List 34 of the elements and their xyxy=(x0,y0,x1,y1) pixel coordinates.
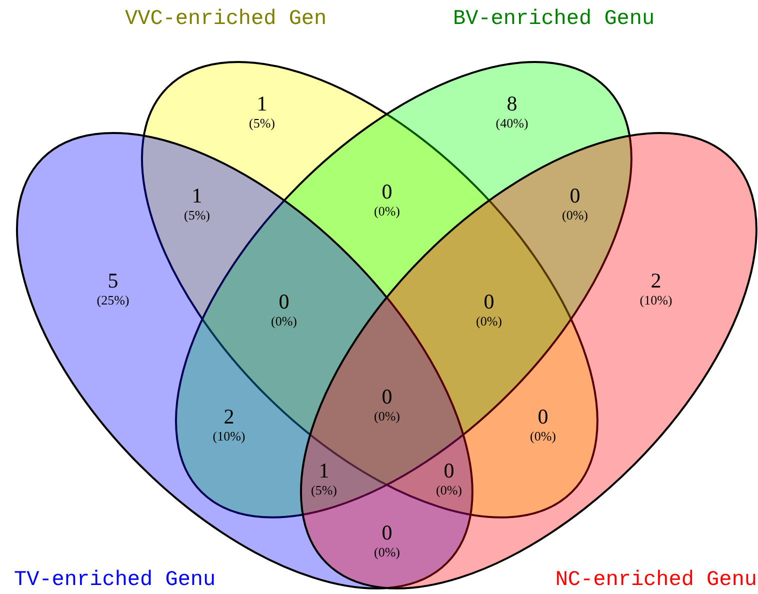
percent-label: (40%) xyxy=(496,116,528,130)
count-label: 0 xyxy=(484,292,494,312)
count-label: 8 xyxy=(506,94,518,114)
percent-label: (0%) xyxy=(374,204,400,218)
percent-label: (10%) xyxy=(212,430,246,442)
percent-label: (10%) xyxy=(640,294,672,306)
count-label: 1 xyxy=(256,94,268,114)
percent-label: (0%) xyxy=(476,314,502,328)
percent-label: (5%) xyxy=(184,208,210,222)
count-label: 0 xyxy=(570,186,580,206)
percent-label: (0%) xyxy=(271,314,297,328)
percent-label: (0%) xyxy=(374,410,400,422)
count-label: 0 xyxy=(538,406,548,428)
percent-label: (0%) xyxy=(436,484,462,496)
percent-label: (5%) xyxy=(311,484,337,496)
percent-label: (5%) xyxy=(249,116,275,130)
set-title: BV-enriched Genu xyxy=(452,8,655,32)
percent-label: (0%) xyxy=(530,430,556,442)
count-label: 1 xyxy=(192,186,202,206)
count-label: 0 xyxy=(382,182,392,202)
count-label: 5 xyxy=(108,270,118,292)
count-label: 2 xyxy=(650,270,662,292)
count-label: 0 xyxy=(382,386,392,408)
set-title: TV-enriched Genu xyxy=(14,568,216,593)
count-label: 2 xyxy=(224,406,234,428)
percent-label: (25%) xyxy=(96,294,130,306)
count-label: 1 xyxy=(318,460,330,482)
count-label: 0 xyxy=(278,292,290,312)
set-title: VVC-enriched Gen xyxy=(125,8,327,32)
set-title: NC-enriched Genu xyxy=(555,568,757,593)
percent-label: (0%) xyxy=(374,546,400,558)
count-label: 0 xyxy=(444,460,454,482)
percent-label: (0%) xyxy=(562,208,588,222)
count-label: 0 xyxy=(382,522,392,544)
